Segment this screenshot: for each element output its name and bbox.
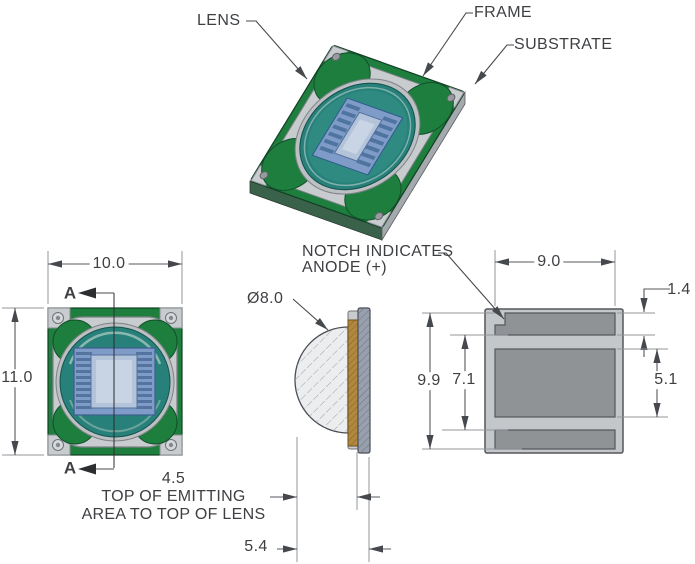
lens-leader xyxy=(246,20,308,80)
lens-callout-label: LENS xyxy=(197,12,241,29)
emitting-note-line2: AREA TO TOP OF LENS xyxy=(81,506,266,523)
notch-callout-line2: ANODE (+) xyxy=(302,259,387,276)
emitting-note-line1: TOP OF EMITTING xyxy=(101,488,246,505)
back-view-dimensions xyxy=(422,250,670,450)
section-label-top: A xyxy=(63,283,77,303)
back-pad-width-dimension: 9.0 xyxy=(534,253,564,271)
front-chip-bondpads-right xyxy=(136,352,152,409)
notch-callout: NOTCH INDICATES ANODE (+) xyxy=(302,244,453,276)
back-bottom-pad xyxy=(494,429,616,450)
anode-pad-dim-arrow-top xyxy=(640,288,670,312)
substrate-callout-label: SUBSTRATE xyxy=(514,36,613,53)
iso-mount-hole xyxy=(331,52,342,61)
iso-mount-hole xyxy=(259,171,270,180)
iso-chip-bondpads-right xyxy=(356,116,398,168)
side-view xyxy=(294,307,371,454)
side-dielectric-hatch xyxy=(348,320,358,446)
frame-leader xyxy=(422,12,473,77)
emitting-note-value: 4.5 xyxy=(161,470,186,487)
iso-lens-highlight xyxy=(284,74,430,198)
isometric-view xyxy=(250,45,465,240)
back-view xyxy=(484,308,624,454)
lens-diameter-dimension: Ø8.0 xyxy=(247,290,284,307)
iso-chip-bondpads-left xyxy=(319,103,361,155)
back-pad-inner-span-dimension: 7.1 xyxy=(449,371,479,389)
lens-diameter-leader xyxy=(292,298,329,331)
callout-leaders xyxy=(246,12,514,85)
iso-mount-hole xyxy=(446,93,457,102)
lens-height-dimension: 5.4 xyxy=(244,538,268,556)
back-anode-pad-height-dimension: 1.4 xyxy=(667,281,691,299)
front-width-dimension: 10.0 xyxy=(89,255,129,273)
iso-emitting-area-inner xyxy=(341,119,375,155)
back-main-pad-height-dimension: 5.1 xyxy=(651,371,681,389)
back-anode-pad-with-notch xyxy=(494,312,616,336)
back-pads-overall-dimension: 9.9 xyxy=(414,372,444,390)
emitting-area-note: 4.5 TOP OF EMITTING AREA TO TOP OF LENS xyxy=(66,470,281,524)
back-main-pad xyxy=(494,348,616,418)
side-view-dimensions xyxy=(270,298,391,562)
section-arrow-top xyxy=(78,287,114,299)
notch-callout-line1: NOTCH INDICATES xyxy=(302,243,454,260)
section-arrow-bottom xyxy=(78,463,114,475)
front-chip-bondpads-left xyxy=(76,352,92,409)
notch-leader xyxy=(438,252,505,320)
frame-callout-label: FRAME xyxy=(474,4,532,21)
section-label-bottom: A xyxy=(63,458,77,478)
iso-mount-hole xyxy=(373,212,384,221)
front-height-dimension: 11.0 xyxy=(0,369,36,387)
substrate-leader xyxy=(474,44,514,85)
side-lens-hatch xyxy=(295,327,348,433)
side-substrate-hatch xyxy=(358,308,370,453)
front-view xyxy=(47,287,183,475)
